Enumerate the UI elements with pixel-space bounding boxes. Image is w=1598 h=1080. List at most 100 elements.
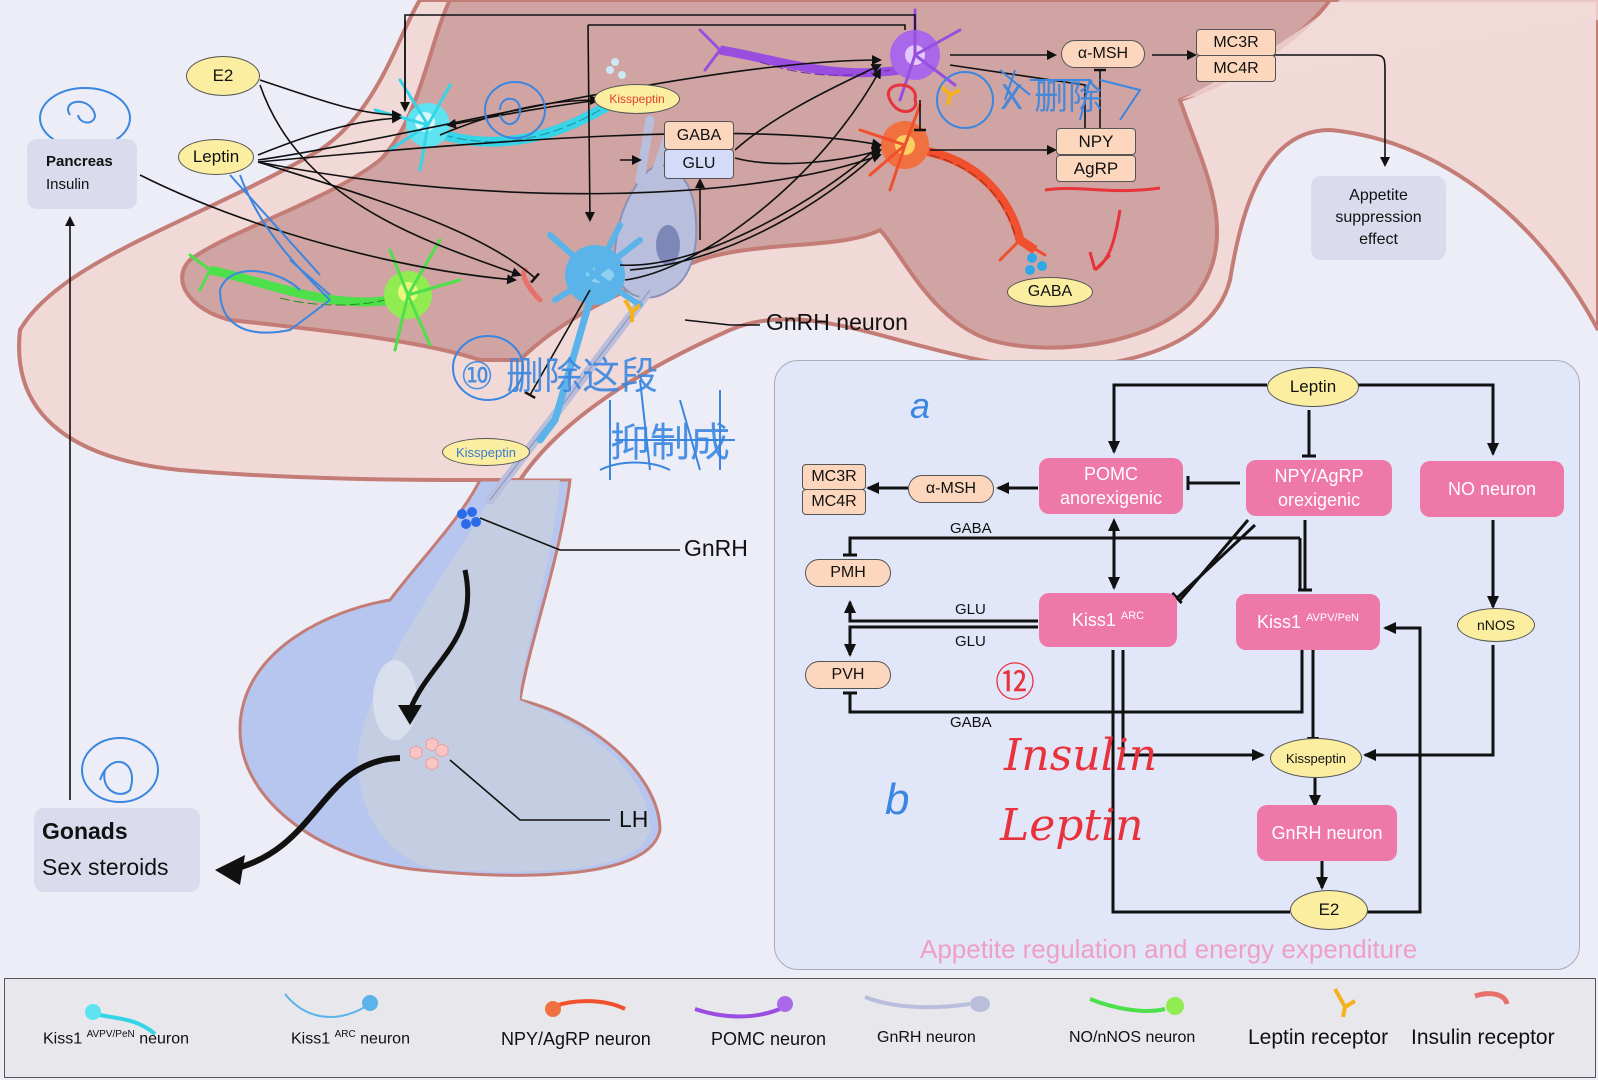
- kiss1-arc-neuron: [521, 222, 643, 444]
- legend-label: NO/nNOS neuron: [1069, 1029, 1196, 1046]
- legend-item-insulin-receptor: Insulin receptor: [1411, 1026, 1555, 1050]
- legend-label: NPY/AgRP: [501, 1029, 590, 1049]
- glu-label-1: GLU: [955, 601, 986, 618]
- kiss1-arc-base: Kiss1: [1071, 610, 1116, 630]
- kisspeptin-mid-label: Kisspeptin: [456, 444, 516, 460]
- annotation-10-text: ⑩ 删除这段: [460, 354, 659, 398]
- legend-icon-insulin-receptor: [1474, 991, 1510, 1005]
- agrp-label: AgRP: [1073, 158, 1119, 178]
- legend-sup: ARC: [334, 1029, 356, 1040]
- pomc-line-2: anorexigenic: [1059, 488, 1163, 508]
- panel-title: Appetite regulation and energy expenditu…: [920, 934, 1418, 964]
- kiss1-avpv-base: Kiss1: [1256, 612, 1301, 632]
- nnos-oval: nNOS: [1457, 608, 1535, 642]
- legend-item-no-nnos: NO/nNOS neuron: [1069, 1029, 1195, 1047]
- annotation-a: a: [910, 385, 931, 426]
- gonads-subtitle: Sex steroids: [42, 854, 169, 880]
- mc4r-label: MC4R: [1213, 59, 1259, 77]
- legend-label: Kiss1: [43, 1030, 83, 1048]
- top-arrows: [65, 14, 1390, 821]
- npy-agrp-neuron: [858, 103, 1047, 275]
- legend-label: GnRH neuron: [877, 1029, 976, 1046]
- mc4r-box-top: MC4R: [1196, 55, 1276, 82]
- legend-label: POMC: [711, 1029, 765, 1049]
- e2-oval-panel: E2: [1290, 890, 1368, 930]
- kisspeptin-oval-mid: Kisspeptin: [442, 438, 530, 466]
- gaba-bottom-label: GABA: [1027, 283, 1073, 300]
- annotation-leptin: Leptin: [1000, 800, 1144, 851]
- mc3r-label: MC3R: [1213, 33, 1259, 51]
- glu-label: GLU: [682, 155, 716, 172]
- lh-callout: LH: [619, 806, 649, 832]
- mc4r-box-panel: MC4R: [802, 489, 866, 515]
- pancreas-title: Pancreas: [46, 153, 113, 170]
- npy-agrp-line-1: NPY/AgRP: [1274, 466, 1364, 486]
- gaba-label-top: GABA: [950, 520, 992, 537]
- insulin-receptor-icon: [521, 267, 543, 303]
- alpha-msh-pill-panel: α-MSH: [908, 475, 994, 503]
- pancreas-box: Pancreas Insulin: [27, 139, 137, 209]
- pomc-box: POMC anorexigenic: [1039, 458, 1183, 514]
- appetite-suppression-box: Appetite suppression effect: [1311, 176, 1446, 260]
- panel-leptin-label: Leptin: [1289, 377, 1337, 396]
- kisspeptin-oval-top: Kisspeptin: [594, 84, 680, 114]
- legend-icon-gnrh: [864, 995, 990, 1012]
- panel-gnrh-neuron-label: GnRH neuron: [1271, 823, 1383, 843]
- legend-icon-npy-agrp: [545, 999, 626, 1017]
- gaba-label: GABA: [676, 126, 722, 144]
- glu-label-2: GLU: [955, 633, 986, 650]
- appetite-line-3: effect: [1359, 231, 1398, 248]
- legend-icon-pomc: [694, 996, 793, 1019]
- pomc-line-1: POMC: [1084, 464, 1138, 484]
- panel-e2-label: E2: [1318, 900, 1340, 919]
- no-neuron-box: NO neuron: [1420, 461, 1564, 517]
- legend-label: Leptin receptor: [1248, 1026, 1389, 1049]
- kiss1-arc-sup: ARC: [1120, 610, 1145, 622]
- legend-icon-kiss1-arc: [284, 993, 378, 1018]
- gonads-title: Gonads: [42, 818, 128, 844]
- panel-mc3r-label: MC3R: [811, 468, 857, 485]
- legend-item-kiss1-arc: Kiss1 ARC neuron: [291, 1029, 410, 1048]
- legend-tail: neuron: [139, 1030, 190, 1048]
- lh-release-arrow: [229, 755, 401, 873]
- kiss1-avpv-box: Kiss1 AVPV/PeN: [1236, 594, 1380, 650]
- panel-kisspeptin-label: Kisspeptin: [1286, 750, 1346, 766]
- kisspeptin-label: Kisspeptin: [609, 92, 665, 106]
- legend-item-leptin-receptor: Leptin receptor: [1248, 1026, 1388, 1050]
- legend-item-gnrh: GnRH neuron: [877, 1029, 976, 1047]
- legend: Kiss1 AVPV/PeN neuron Kiss1 ARC neuron N…: [4, 978, 1596, 1078]
- pmh-pill: PMH: [805, 559, 891, 587]
- gaba-label-bottom: GABA: [950, 714, 992, 731]
- e2-label: E2: [212, 66, 234, 85]
- legend-tail: neuron: [770, 1029, 827, 1049]
- alpha-msh-label: α-MSH: [1077, 45, 1129, 62]
- legend-icons: [85, 988, 1510, 1036]
- legend-tail: neuron: [594, 1029, 651, 1049]
- gnrh-release-arrow: [407, 569, 471, 711]
- legend-icon-no-nnos: [1089, 997, 1184, 1015]
- agrp-box-top: AgRP: [1056, 155, 1136, 182]
- kiss1-avpv-sup: AVPV/PeN: [1306, 612, 1360, 624]
- legend-item-pomc: POMC neuron: [711, 1029, 826, 1050]
- legend-icon-kiss1-avpv: [85, 1004, 157, 1036]
- npy-agrp-line-2: orexigenic: [1277, 490, 1361, 510]
- leptin-oval-top: Leptin: [178, 139, 254, 175]
- npy-label: NPY: [1078, 131, 1114, 151]
- panel-alpha-msh-label: α-MSH: [925, 480, 977, 497]
- appetite-line-2: suppression: [1335, 209, 1422, 226]
- ventricle: [1180, 0, 1598, 100]
- legend-sup: AVPV/PeN: [86, 1029, 135, 1040]
- annotation-10-line2: 抑制成: [610, 420, 730, 466]
- posterior-pituitary: [358, 480, 650, 872]
- kisspeptin-oval-panel: Kisspeptin: [1270, 738, 1362, 778]
- kiss1-arc-label: Kiss1 ARC: [1072, 608, 1144, 632]
- pancreas-subtitle: Insulin: [46, 176, 90, 193]
- appetite-line-1: Appetite: [1349, 187, 1408, 204]
- gnrh-callout: GnRH: [684, 535, 748, 561]
- legend-item-kiss1-avpv: Kiss1 AVPV/PeN neuron: [43, 1029, 189, 1048]
- gonads-box: Gonads Sex steroids: [34, 808, 200, 892]
- gnrh-neuron-callout: GnRH neuron: [766, 309, 908, 335]
- no-neuron-label: NO neuron: [1447, 479, 1537, 499]
- lh-granules: [409, 737, 449, 771]
